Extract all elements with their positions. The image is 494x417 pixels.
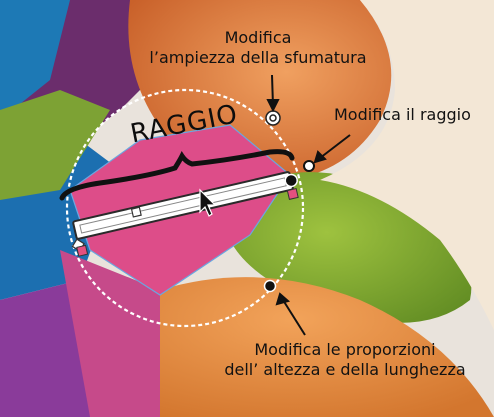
gradient-width-line2: l’ampiezza della sfumatura — [149, 48, 367, 67]
color-stop-left[interactable] — [76, 244, 89, 257]
pink-shape-bottom — [60, 250, 170, 417]
arrow-head-width — [266, 99, 280, 113]
arrow-head-radius — [313, 150, 327, 164]
proportions-line1: Modifica le proporzioni — [254, 340, 436, 359]
cream-area-right — [320, 0, 494, 330]
radius-handle-icon[interactable] — [303, 160, 315, 172]
gradient-slider[interactable] — [67, 170, 303, 257]
gradient-width-line1: Modifica — [224, 28, 292, 47]
color-stop-right[interactable] — [286, 187, 299, 200]
arrow-to-radius-handle — [319, 134, 351, 159]
annotation-arrows — [266, 74, 351, 336]
arrow-head-proportion — [275, 292, 291, 306]
radius-brace — [59, 149, 295, 201]
gradient-midpoint-handle[interactable] — [130, 206, 142, 218]
gradient-radius-circle[interactable] — [65, 88, 305, 328]
green-shape-left — [0, 90, 110, 200]
proportions-annotation: Modifica le proporzioni dell’ altezza e … — [200, 340, 490, 380]
dot-handle-icon[interactable] — [263, 279, 277, 293]
ring-handle-icon[interactable] — [265, 110, 281, 126]
gradient-width-annotation: Modifica l’ampiezza della sfumatura — [148, 28, 368, 68]
radius-annotation: Modifica il raggio — [334, 105, 471, 124]
ring-handle-inner — [269, 114, 277, 122]
arrow-to-dot-handle — [282, 299, 306, 336]
orange-petal-bottom — [160, 277, 494, 417]
mouse-pointer-icon — [199, 188, 217, 217]
proportions-line2: dell’ altezza e della lunghezza — [224, 360, 466, 379]
gradient-end-handle[interactable] — [284, 173, 298, 188]
blue-shape-top-left — [0, 0, 70, 120]
